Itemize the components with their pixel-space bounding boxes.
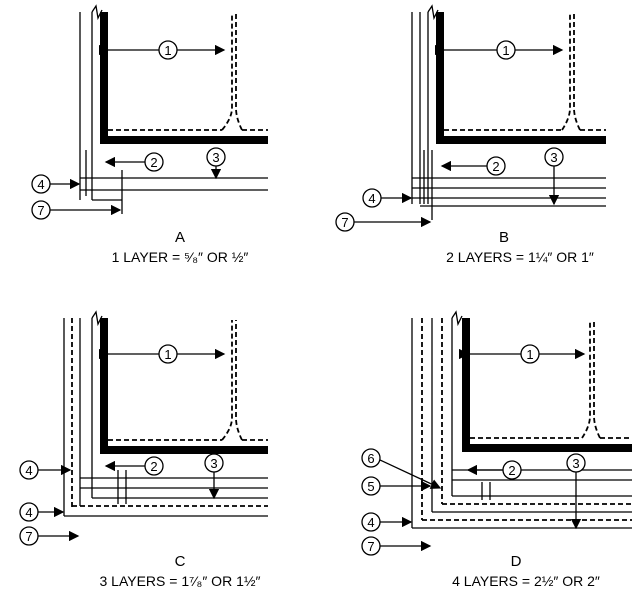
callout-3: 3 [212, 150, 219, 165]
panel-letter-b: B [499, 229, 509, 246]
callout-6: 6 [367, 451, 374, 466]
panel-letter-d: D [511, 553, 522, 570]
callout-4-outer: 4 [25, 505, 32, 520]
callout-2: 2 [150, 155, 157, 170]
panel-caption-a: 1 LAYER = ⁵⁄₈″ OR ½″ [112, 249, 249, 265]
callout-5: 5 [367, 479, 374, 494]
callout-3: 3 [550, 150, 557, 165]
panel-caption-c: 3 LAYERS = 1⁷⁄₈″ OR 1½″ [100, 573, 261, 589]
panel-caption-b: 2 LAYERS = 1¼″ OR 1″ [446, 249, 594, 265]
panel-letter-a: A [175, 229, 185, 246]
panel-a: 1 2 3 4 7 A 1 LAYER = ⁵⁄₈″ OR ½″ [31, 4, 268, 265]
callout-7: 7 [37, 203, 44, 218]
callout-2: 2 [508, 463, 515, 478]
callout-2: 2 [492, 159, 499, 174]
callout-3: 3 [210, 456, 217, 471]
callout-4: 4 [25, 463, 32, 478]
panel-c: 1 2 3 4 4 7 C 3 LAYERS = 1⁷⁄₈″ OR 1½″ [19, 310, 268, 589]
callout-3: 3 [572, 456, 579, 471]
panel-b: 1 2 3 4 7 B 2 LAYERS = 1¼″ OR 1″ [335, 4, 606, 265]
callout-1: 1 [164, 43, 171, 58]
callout-7: 7 [367, 539, 374, 554]
callout-7: 7 [25, 529, 32, 544]
callout-1: 1 [502, 43, 509, 58]
panel-caption-d: 4 LAYERS = 2½″ OR 2″ [452, 573, 600, 589]
callout-7: 7 [341, 215, 348, 230]
panel-d: 1 2 3 6 5 4 7 D 4 LAYERS = 2½″ OR 2″ [361, 310, 632, 589]
callout-1: 1 [164, 347, 171, 362]
panel-letter-c: C [175, 553, 186, 570]
callout-1: 1 [526, 347, 533, 362]
callout-4: 4 [368, 191, 375, 206]
callout-2: 2 [150, 459, 157, 474]
callout-4: 4 [367, 515, 374, 530]
callout-4: 4 [37, 177, 44, 192]
